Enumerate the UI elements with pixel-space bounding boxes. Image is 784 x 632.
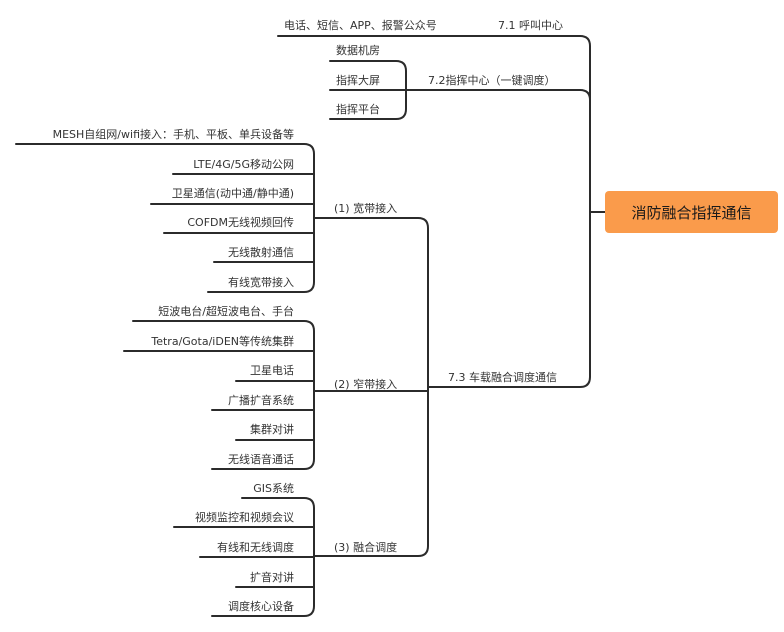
narrowband-child-intercom[interactable]: 集群对讲 (250, 423, 294, 436)
fusion-child-video[interactable]: 视频监控和视频会议 (195, 511, 294, 524)
group-fusion-dispatch-label[interactable]: (3) 融合调度 (334, 541, 398, 554)
branch-call-center-label[interactable]: 7.1 呼叫中心 (498, 19, 563, 32)
fusion-child-core[interactable]: 调度核心设备 (228, 600, 294, 613)
command-center-child-datacenter[interactable]: 数据机房 (336, 44, 380, 57)
root-node[interactable]: 消防融合指挥通信 (605, 191, 778, 233)
narrowband-child-trunking[interactable]: Tetra/Gota/iDEN等传统集群 (151, 335, 294, 348)
narrowband-child-voice[interactable]: 无线语音通话 (228, 453, 294, 466)
call-center-child-channels[interactable]: 电话、短信、APP、报警公众号 (284, 19, 437, 32)
narrowband-child-broadcast[interactable]: 广播扩音系统 (228, 394, 294, 407)
connector-b3-trunk (329, 217, 429, 557)
command-center-child-platform[interactable]: 指挥平台 (336, 103, 380, 116)
connector-root-b3 (427, 211, 591, 388)
broadband-child-mesh[interactable]: MESH自组网/wifi接入：手机、平板、单兵设备等 (52, 128, 294, 141)
connector-root-b2 (405, 89, 591, 213)
fusion-child-dispatch[interactable]: 有线和无线调度 (217, 541, 294, 554)
branch-command-center-label[interactable]: 7.2指挥中心（一键调度） (428, 74, 556, 87)
fusion-child-pa[interactable]: 扩音对讲 (250, 571, 294, 584)
command-center-child-bigscreen[interactable]: 指挥大屏 (336, 74, 380, 87)
connector-root-b1 (277, 35, 591, 213)
group-narrowband-label[interactable]: (2) 窄带接入 (334, 378, 398, 391)
root-label: 消防融合指挥通信 (631, 203, 752, 222)
narrowband-child-satphone[interactable]: 卫星电话 (250, 364, 294, 377)
broadband-child-cofdm[interactable]: COFDM无线视频回传 (187, 216, 294, 229)
branch-vehicle-dispatch-label[interactable]: 7.3 车载融合调度通信 (448, 371, 557, 384)
narrowband-child-radio[interactable]: 短波电台/超短波电台、手台 (158, 305, 294, 318)
broadband-child-scatter[interactable]: 无线散射通信 (228, 246, 294, 259)
broadband-child-lte[interactable]: LTE/4G/5G移动公网 (193, 158, 294, 171)
group-broadband-label[interactable]: (1) 宽带接入 (334, 202, 398, 215)
connector-g2-children (132, 320, 315, 470)
fusion-child-gis[interactable]: GIS系统 (253, 482, 294, 495)
broadband-child-wired[interactable]: 有线宽带接入 (228, 276, 294, 289)
broadband-child-satellite[interactable]: 卫星通信(动中通/静中通) (171, 187, 294, 200)
